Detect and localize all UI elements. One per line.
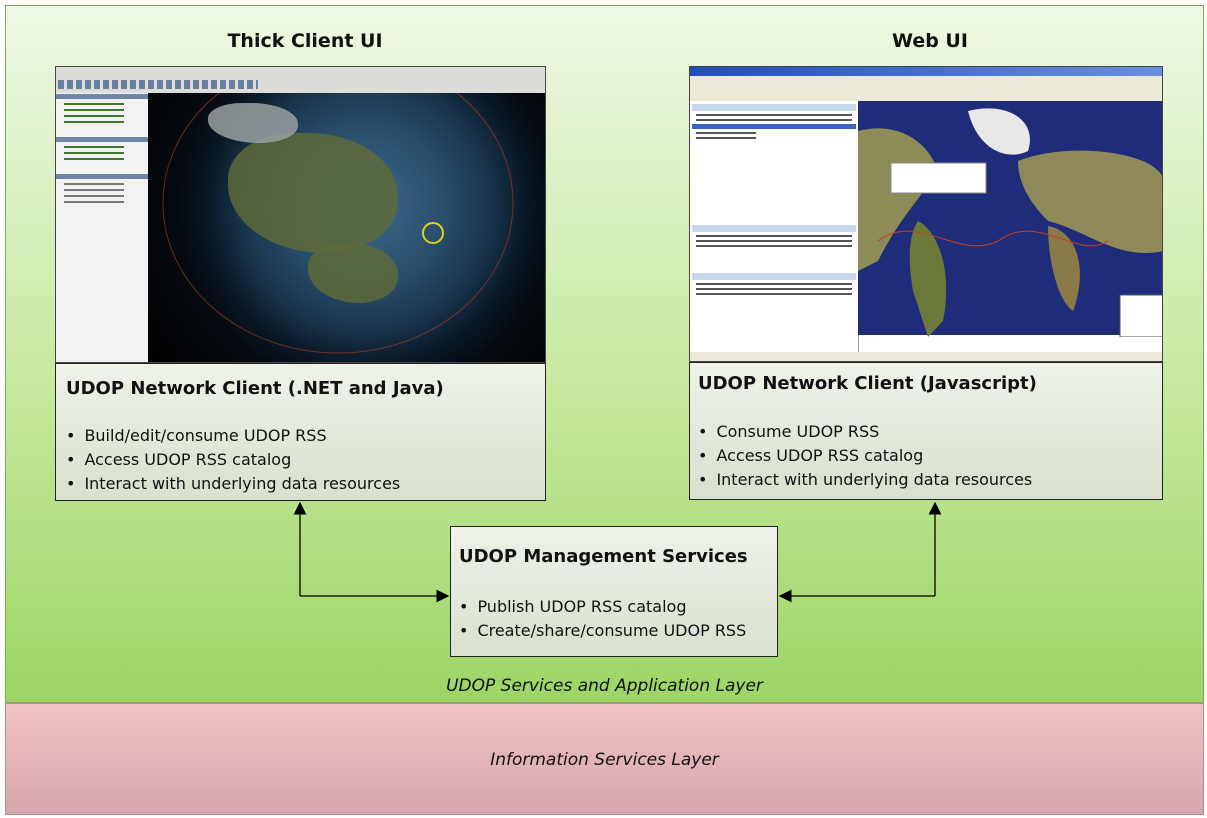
web-client-box-title: UDOP Network Client (Javascript) [698, 373, 1037, 394]
services-layer-label: UDOP Services and Application Layer [446, 676, 763, 696]
web-client-screenshot [689, 66, 1163, 362]
web-client-feature-list: Consume UDOP RSS Access UDOP RSS catalog… [698, 420, 1032, 492]
web-ui-title: Web UI [892, 30, 968, 52]
list-item: Interact with underlying data resources [698, 468, 1032, 492]
list-item: Create/share/consume UDOP RSS [459, 619, 746, 643]
udop-network-client-dotnet-java-box: UDOP Network Client (.NET and Java) Buil… [55, 363, 546, 501]
management-feature-list: Publish UDOP RSS catalog Create/share/co… [459, 595, 746, 643]
list-item: Build/edit/consume UDOP RSS [66, 424, 400, 448]
list-item: Publish UDOP RSS catalog [459, 595, 746, 619]
udop-network-client-javascript-box: UDOP Network Client (Javascript) Consume… [689, 362, 1163, 500]
list-item: Interact with underlying data resources [66, 472, 400, 496]
thick-client-box-title: UDOP Network Client (.NET and Java) [66, 378, 444, 399]
list-item: Consume UDOP RSS [698, 420, 1032, 444]
browser-title-bar [690, 67, 1162, 76]
thick-client-feature-list: Build/edit/consume UDOP RSS Access UDOP … [66, 424, 400, 496]
globe-view [148, 93, 545, 362]
map-view [858, 101, 1162, 337]
thick-client-screenshot [55, 66, 546, 363]
thick-client-title: Thick Client UI [227, 30, 383, 52]
information-layer-label: Information Services Layer [490, 750, 719, 770]
udop-management-services-box: UDOP Management Services Publish UDOP RS… [450, 526, 778, 657]
management-box-title: UDOP Management Services [459, 546, 748, 567]
browser-status-bar [690, 352, 1162, 361]
information-services-layer: Information Services Layer [5, 703, 1204, 815]
browser-toolbar [690, 76, 1162, 102]
udop-catalog-panel [690, 101, 859, 352]
thick-client-toolbar [56, 67, 545, 93]
list-item: Access UDOP RSS catalog [66, 448, 400, 472]
list-item: Access UDOP RSS catalog [698, 444, 1032, 468]
